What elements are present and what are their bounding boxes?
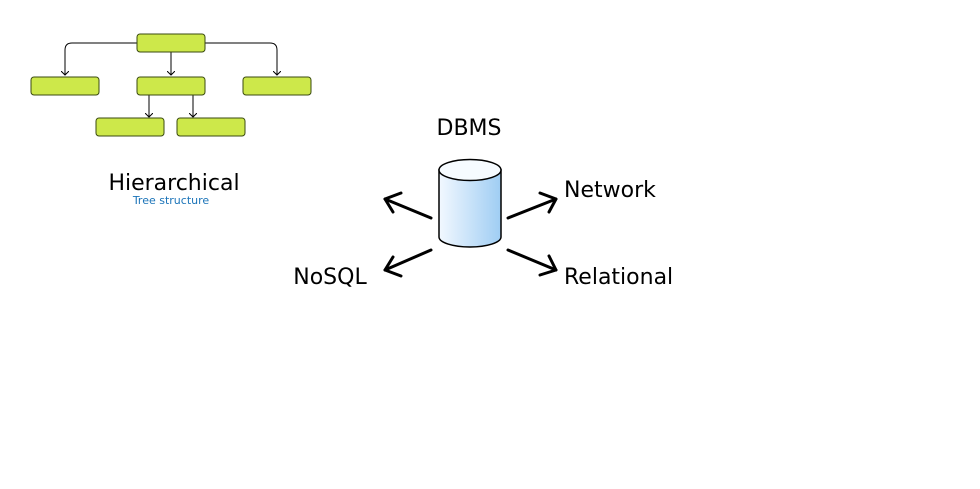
tree-node-left	[30, 76, 100, 96]
arrow-to-nosql-icon	[383, 248, 433, 278]
database-cylinder-icon	[438, 158, 502, 248]
network-label: Network	[564, 178, 656, 203]
arrow-to-hierarchical-icon	[383, 191, 433, 220]
tree-node-child-right	[176, 117, 246, 137]
relational-label: Relational	[564, 265, 673, 290]
arrow-to-network-icon	[506, 191, 558, 220]
tree-node-right	[242, 76, 312, 96]
dbms-label: DBMS	[437, 116, 502, 141]
arrow-to-relational-icon	[506, 248, 558, 277]
tree-node-child-left	[95, 117, 165, 137]
nosql-label: NoSQL	[293, 265, 367, 290]
hierarchical-subtitle: Tree structure	[132, 194, 210, 207]
hierarchical-title: Hierarchical	[108, 171, 239, 196]
tree-node-middle	[136, 76, 206, 96]
tree-connectors	[65, 42, 277, 117]
hierarchical-tree: Hierarchical Tree structure	[30, 33, 312, 207]
tree-node-root	[136, 33, 206, 53]
